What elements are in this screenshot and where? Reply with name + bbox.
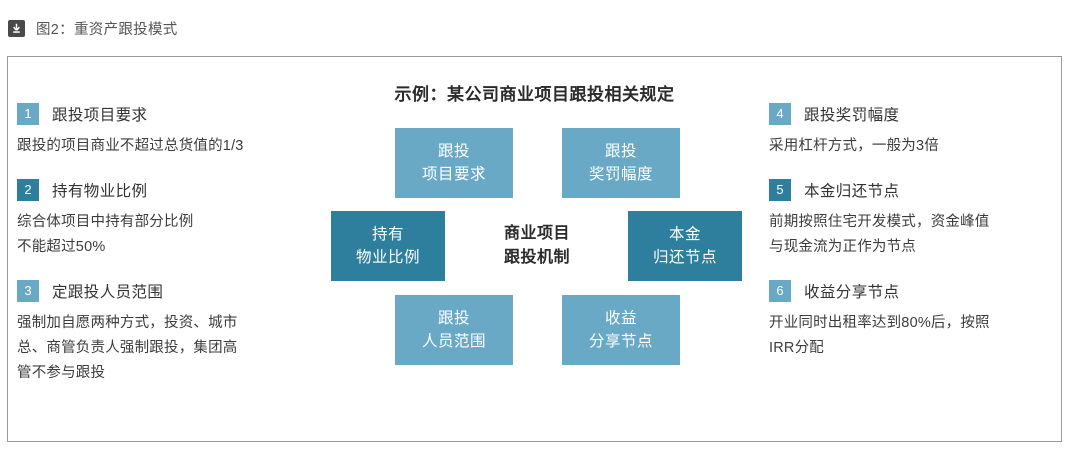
diagram-node-middle-right: 本金 归还节点 [628,211,742,281]
download-icon[interactable] [8,19,25,37]
item-title: 跟投项目要求 [52,107,148,124]
diagram-node-middle-left: 持有 物业比例 [331,211,445,281]
right-items-column: 4 跟投奖罚幅度 采用杠杆方式，一般为3倍 5 本金归还节点 前期按照住宅开发模… [769,103,1069,381]
item-body: 强制加自愿两种方式，投资、城市 总、商管负责人强制跟投，集团高 管不参与跟投 [17,315,238,381]
figure-caption-text: 图2：重资产跟投模式 [36,21,178,38]
item-number-badge: 1 [17,103,39,125]
item-header: 1 跟投项目要求 [17,103,322,125]
item-header: 5 本金归还节点 [769,179,1069,201]
diagram-node-bottom-left: 跟投 人员范围 [395,295,513,365]
item-body: 采用杠杆方式，一般为3倍 [769,138,939,154]
left-items-column: 1 跟投项目要求 跟投的项目商业不超过总货值的1/3 2 持有物业比例 综合体项… [17,103,322,406]
item-body: 跟投的项目商业不超过总货值的1/3 [17,138,244,154]
item-title: 定跟投人员范围 [52,284,164,301]
diagram-node-top-right: 跟投 奖罚幅度 [562,128,680,198]
list-item: 6 收益分享节点 开业同时出租率达到80%后，按照 IRR分配 [769,280,1069,361]
item-body: 综合体项目中持有部分比例 不能超过50% [17,214,194,255]
diagram-center-label: 商业项目 跟投机制 [503,225,570,266]
item-number-badge: 4 [769,103,791,125]
item-header: 3 定跟投人员范围 [17,280,322,302]
diagram-node-top-left: 跟投 项目要求 [395,128,513,198]
item-header: 6 收益分享节点 [769,280,1069,302]
list-item: 5 本金归还节点 前期按照住宅开发模式，资金峰值 与现金流为正作为节点 [769,179,1069,260]
item-title: 收益分享节点 [804,284,900,301]
list-item: 1 跟投项目要求 跟投的项目商业不超过总货值的1/3 [17,103,322,159]
item-title: 持有物业比例 [52,183,148,200]
list-item: 2 持有物业比例 综合体项目中持有部分比例 不能超过50% [17,179,322,260]
diagram-node-bottom-right: 收益 分享节点 [562,295,680,365]
figure-caption-bar: 图2：重资产跟投模式 [0,0,1069,56]
center-diagram: 跟投 项目要求 跟投 奖罚幅度 持有 物业比例 商业项目 跟投机制 本金 归还节… [321,119,761,381]
item-number-badge: 5 [769,179,791,201]
item-header: 2 持有物业比例 [17,179,322,201]
item-number-badge: 6 [769,280,791,302]
list-item: 4 跟投奖罚幅度 采用杠杆方式，一般为3倍 [769,103,1069,159]
item-body: 前期按照住宅开发模式，资金峰值 与现金流为正作为节点 [769,214,990,255]
list-item: 3 定跟投人员范围 强制加自愿两种方式，投资、城市 总、商管负责人强制跟投，集团… [17,280,322,386]
item-number-badge: 2 [17,179,39,201]
item-title: 跟投奖罚幅度 [804,107,900,124]
item-number-badge: 3 [17,280,39,302]
item-title: 本金归还节点 [804,183,900,200]
item-body: 开业同时出租率达到80%后，按照 IRR分配 [769,315,990,356]
panel-title: 示例：某公司商业项目跟投相关规定 [394,85,675,104]
figure-panel: 示例：某公司商业项目跟投相关规定 1 跟投项目要求 跟投的项目商业不超过总货值的… [7,56,1062,442]
item-header: 4 跟投奖罚幅度 [769,103,1069,125]
